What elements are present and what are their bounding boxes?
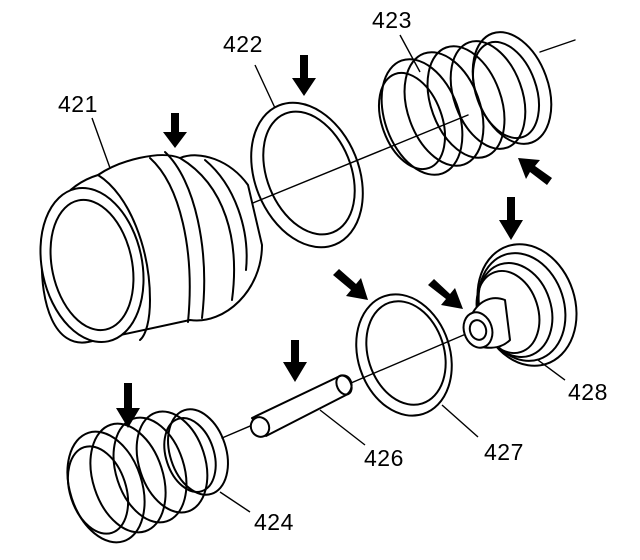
arrow-icon xyxy=(333,269,368,300)
leader-lines xyxy=(91,34,566,513)
part-426-pin xyxy=(249,374,353,438)
arrow-icon xyxy=(292,55,316,96)
assembly-axis-lines xyxy=(221,39,576,439)
arrow-icon xyxy=(116,383,140,428)
part-428-valve-cap xyxy=(462,243,578,367)
part-422-seal-ring xyxy=(250,101,364,249)
arrow-icon xyxy=(428,279,463,309)
callout-423: 423 xyxy=(372,7,412,33)
part-424-spring xyxy=(66,408,229,544)
arrow-icon xyxy=(499,197,523,240)
pointer-arrows xyxy=(116,55,552,428)
callout-422: 422 xyxy=(223,31,263,57)
callout-424: 424 xyxy=(254,509,294,535)
callout-426: 426 xyxy=(364,445,404,471)
callout-428: 428 xyxy=(568,379,608,405)
part-421-piston xyxy=(39,151,263,344)
callout-421: 421 xyxy=(58,91,98,117)
arrow-icon xyxy=(163,113,187,148)
callout-427: 427 xyxy=(484,439,524,465)
arrow-icon xyxy=(518,158,552,185)
part-423-spring xyxy=(378,31,553,176)
callout-labels: 421 422 423 428 427 426 424 xyxy=(58,7,608,535)
part-427-seal-ring xyxy=(355,293,453,417)
arrow-icon xyxy=(283,340,307,382)
